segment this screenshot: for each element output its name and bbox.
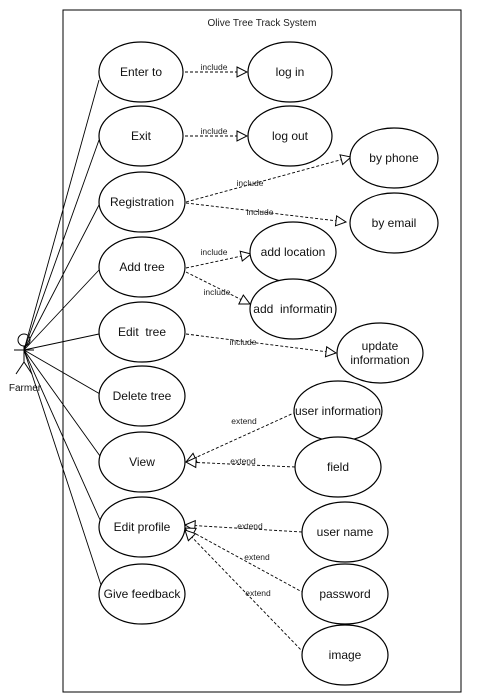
svg-text:log out: log out [272,129,309,143]
use-case-enter-to: Enter to [98,41,184,103]
svg-text:include: include [247,207,274,217]
include-exit-logout: include [185,126,247,136]
use-case-log-out: log out [247,105,333,167]
svg-text:Enter to: Enter to [120,65,162,79]
svg-text:Edit profile: Edit profile [114,520,171,534]
svg-text:extend: extend [245,588,271,598]
use-case-registration: Registration [98,171,186,233]
svg-text:include: include [230,337,257,347]
use-case-user-name: user name [301,501,389,563]
use-case-edit-tree: Edit tree [98,301,186,363]
svg-text:image: image [329,648,362,662]
svg-text:update: update [362,339,399,353]
svg-text:View: View [129,455,155,469]
svg-text:password: password [319,587,370,601]
use-case-add-location: add location [249,221,337,283]
include-addtree-location: include [185,247,251,269]
svg-text:Give feedback: Give feedback [104,587,182,601]
use-case-by-phone: by phone [349,127,439,189]
svg-text:by phone: by phone [369,151,419,165]
include-addtree-information: include [185,271,250,304]
use-case-view: View [98,431,186,493]
svg-text:Add tree: Add tree [119,260,165,274]
svg-text:Registration: Registration [110,195,174,209]
use-case-by-email: by email [349,192,439,254]
svg-text:information: information [350,353,409,367]
use-case-user-information: user information [293,380,383,442]
extend-username-profile: extend [185,521,303,533]
include-edittree-update: include [185,333,336,353]
include-enter-login: include [185,62,247,72]
svg-text:extend: extend [237,521,263,531]
svg-text:Edit tree: Edit tree [118,325,166,339]
actor-associations [23,79,103,589]
svg-text:field: field [327,460,349,474]
svg-text:include: include [237,178,264,188]
svg-text:extend: extend [230,456,256,466]
extend-field-view: extend [186,456,296,467]
extend-userinfo-view: extend [186,411,297,462]
svg-text:user information: user information [295,404,381,418]
svg-text:include: include [201,126,228,136]
svg-text:user name: user name [317,525,374,539]
system-title: Olive Tree Track System [208,18,317,29]
svg-text:extend: extend [231,416,257,426]
svg-text:include: include [201,247,228,257]
system-boundary [62,9,462,693]
include-registration-phone: include [185,157,351,203]
extend-password-profile: extend [185,528,305,594]
svg-text:Delete tree: Delete tree [113,389,172,403]
svg-text:add informatin: add informatin [253,302,332,316]
actor-label: Farmer [9,383,42,394]
use-case-password: password [301,563,389,625]
use-case-edit-profile: Edit profile [98,496,186,558]
svg-text:include: include [201,62,228,72]
svg-text:add location: add location [261,245,326,259]
use-case-image: image [301,624,389,686]
use-case-add-informatin: add informatin [249,278,337,340]
use-case-field: field [294,436,382,498]
include-registration-email: include [185,202,346,222]
use-case-log-in: log in [247,41,333,103]
use-case-add-tree: Add tree [98,236,186,298]
use-case-update-information: update information [336,322,424,384]
use-case-give-feedback: Give feedback [98,563,186,625]
svg-text:include: include [204,287,231,297]
svg-text:extend: extend [244,552,270,562]
use-case-exit: Exit [98,105,184,167]
extend-image-profile: extend [185,530,305,654]
svg-text:Exit: Exit [131,129,152,143]
svg-text:log in: log in [276,65,305,79]
use-case-delete-tree: Delete tree [98,365,186,427]
svg-text:by email: by email [372,216,417,230]
